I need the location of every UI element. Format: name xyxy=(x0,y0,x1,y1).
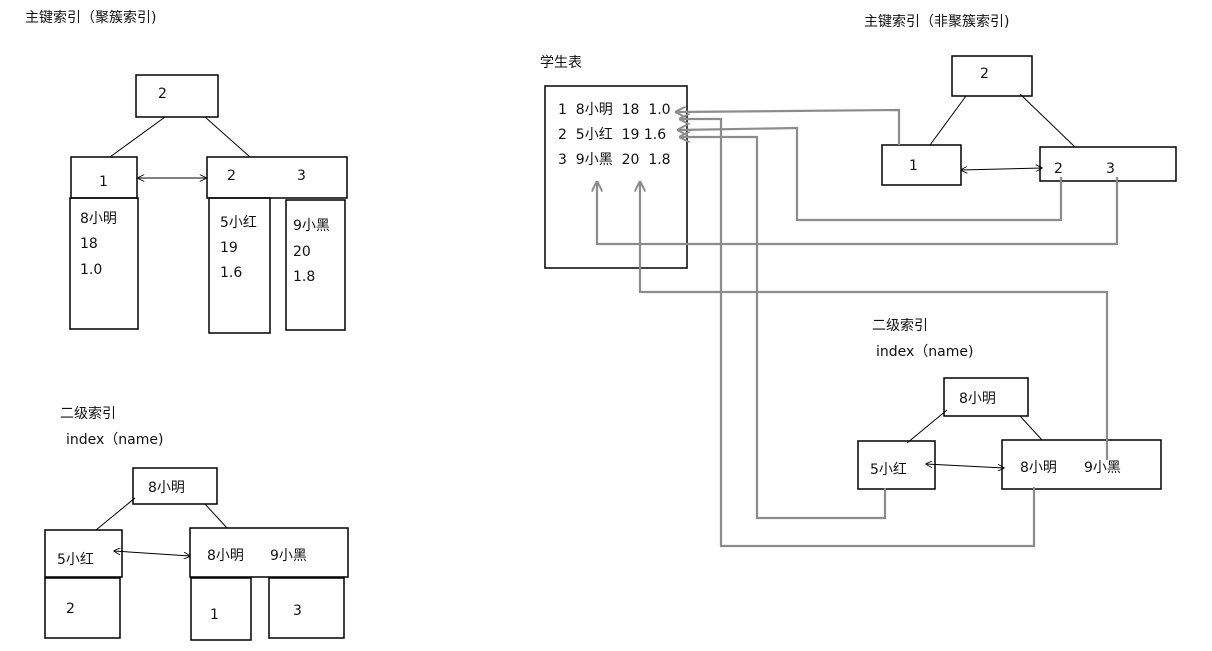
right-secondary-leaf-link-arrow xyxy=(926,464,1004,468)
right-secondary-leaf-left-key: 5小红 xyxy=(870,462,907,478)
nonclustered-leaf-right-node xyxy=(1039,146,1177,182)
left-secondary-title: 二级索引 xyxy=(60,405,116,422)
clustered-leaf-left-key: 1 xyxy=(99,174,108,190)
clustered-row-page-2 xyxy=(208,197,271,334)
clustered-leaf-right-node xyxy=(206,156,348,199)
left-secondary-leaf-right-key-a: 8小明 xyxy=(207,548,244,564)
clustered-row1-age: 18 xyxy=(80,236,98,252)
student-table-row-1: 1 8小明 18 1.0 xyxy=(558,102,671,118)
left-secondary-root-node xyxy=(132,467,218,505)
left-secondary-leaf-left-key: 5小红 xyxy=(57,552,94,568)
clustered-index-title: 主键索引（聚簇索引) xyxy=(25,9,156,26)
nonclustered-leaf-left-key: 1 xyxy=(909,158,918,174)
clustered-row3-height: 1.8 xyxy=(293,269,315,285)
right-secondary-title: 二级索引 xyxy=(872,317,928,334)
right-secondary-index-group: 二级索引 index（name) 8小明 5小红 8小明 9小黑 xyxy=(857,317,1162,490)
left-secondary-pk-box-mid xyxy=(190,577,252,641)
nonclustered-leaf-right-key-a: 2 xyxy=(1054,161,1063,177)
nonclustered-branch-right xyxy=(1019,93,1076,148)
nonclustered-leaf-left-node xyxy=(881,144,962,186)
clustered-row-page-3 xyxy=(285,199,346,331)
right-secondary-root-key: 8小明 xyxy=(959,391,996,407)
right-secondary-branch-left xyxy=(906,409,948,444)
left-secondary-pk-mid: 1 xyxy=(210,607,219,623)
row-pointer-lines xyxy=(597,110,1119,548)
right-secondary-leaf-right-key-a: 8小明 xyxy=(1020,460,1057,476)
clustered-leaf-right-key-a: 2 xyxy=(227,168,236,184)
pointer-name9-to-row3 xyxy=(640,182,1109,460)
right-secondary-subtitle: index（name) xyxy=(876,344,973,360)
pointer-pk2-to-row2 xyxy=(678,128,1063,222)
student-table-row-3: 3 9小黑 20 1.8 xyxy=(558,152,671,168)
student-table-row-2: 2 5小红 19 1.6 xyxy=(558,127,666,143)
clustered-row-page-1 xyxy=(69,197,139,330)
nonclustered-root-key: 2 xyxy=(980,66,989,82)
clustered-index-group: 主键索引（聚簇索引) 2 1 2 3 8小明 18 1.0 5小红 19 1.6… xyxy=(25,9,348,334)
clustered-row1-height: 1.0 xyxy=(80,262,102,278)
nonclustered-branch-left xyxy=(929,95,967,146)
right-secondary-branch-right xyxy=(1019,415,1043,441)
left-secondary-pk-box-right xyxy=(268,577,345,639)
nonclustered-index-title: 主键索引（非聚簇索引) xyxy=(864,13,1009,30)
clustered-row3-age: 20 xyxy=(293,244,311,260)
left-secondary-branch-left xyxy=(95,497,136,531)
left-secondary-root-key: 8小明 xyxy=(148,480,185,496)
clustered-leaf-right-key-b: 3 xyxy=(297,168,306,184)
clustered-row3-name: 9小黑 xyxy=(293,218,330,234)
left-secondary-pk-box-left xyxy=(44,577,121,639)
clustered-row2-name: 5小红 xyxy=(220,215,257,231)
left-secondary-pk-right: 3 xyxy=(293,603,302,619)
clustered-branch-left xyxy=(109,116,166,158)
clustered-row1-name: 8小明 xyxy=(80,211,117,227)
nonclustered-leaf-link-arrow xyxy=(961,168,1042,170)
right-secondary-root-node xyxy=(943,377,1029,417)
left-secondary-pk-left: 2 xyxy=(66,601,75,617)
pointer-name5-to-row2 xyxy=(680,137,887,520)
pointer-pk3-to-row3 xyxy=(597,177,1119,246)
clustered-row2-height: 1.6 xyxy=(220,265,242,281)
left-secondary-branch-right xyxy=(204,503,228,529)
student-table-box xyxy=(544,85,688,269)
clustered-root-node xyxy=(135,74,219,118)
student-table-title: 学生表 xyxy=(540,55,582,71)
pointer-name8-to-row1 xyxy=(680,119,1036,548)
nonclustered-root-node xyxy=(951,55,1033,97)
student-table-group: 学生表 1 8小明 18 1.0 2 5小红 19 1.6 3 9小黑 20 1… xyxy=(540,55,688,269)
left-secondary-leaf-right-key-b: 9小黑 xyxy=(270,548,307,564)
right-secondary-leaf-right-key-b: 9小黑 xyxy=(1084,460,1121,476)
nonclustered-index-group: 主键索引（非聚簇索引) 2 1 2 3 xyxy=(864,13,1177,186)
clustered-branch-right xyxy=(204,116,251,158)
pointer-pk1-to-row1 xyxy=(676,110,901,145)
nonclustered-leaf-right-key-b: 3 xyxy=(1106,161,1115,177)
left-secondary-subtitle: index（name) xyxy=(66,432,163,448)
clustered-root-key: 2 xyxy=(158,86,167,102)
left-secondary-leaf-link-arrow xyxy=(114,551,190,556)
left-secondary-index-group: 二级索引 index（name) 8小明 5小红 8小明 9小黑 2 1 3 xyxy=(44,405,349,641)
clustered-row2-age: 19 xyxy=(220,240,238,256)
